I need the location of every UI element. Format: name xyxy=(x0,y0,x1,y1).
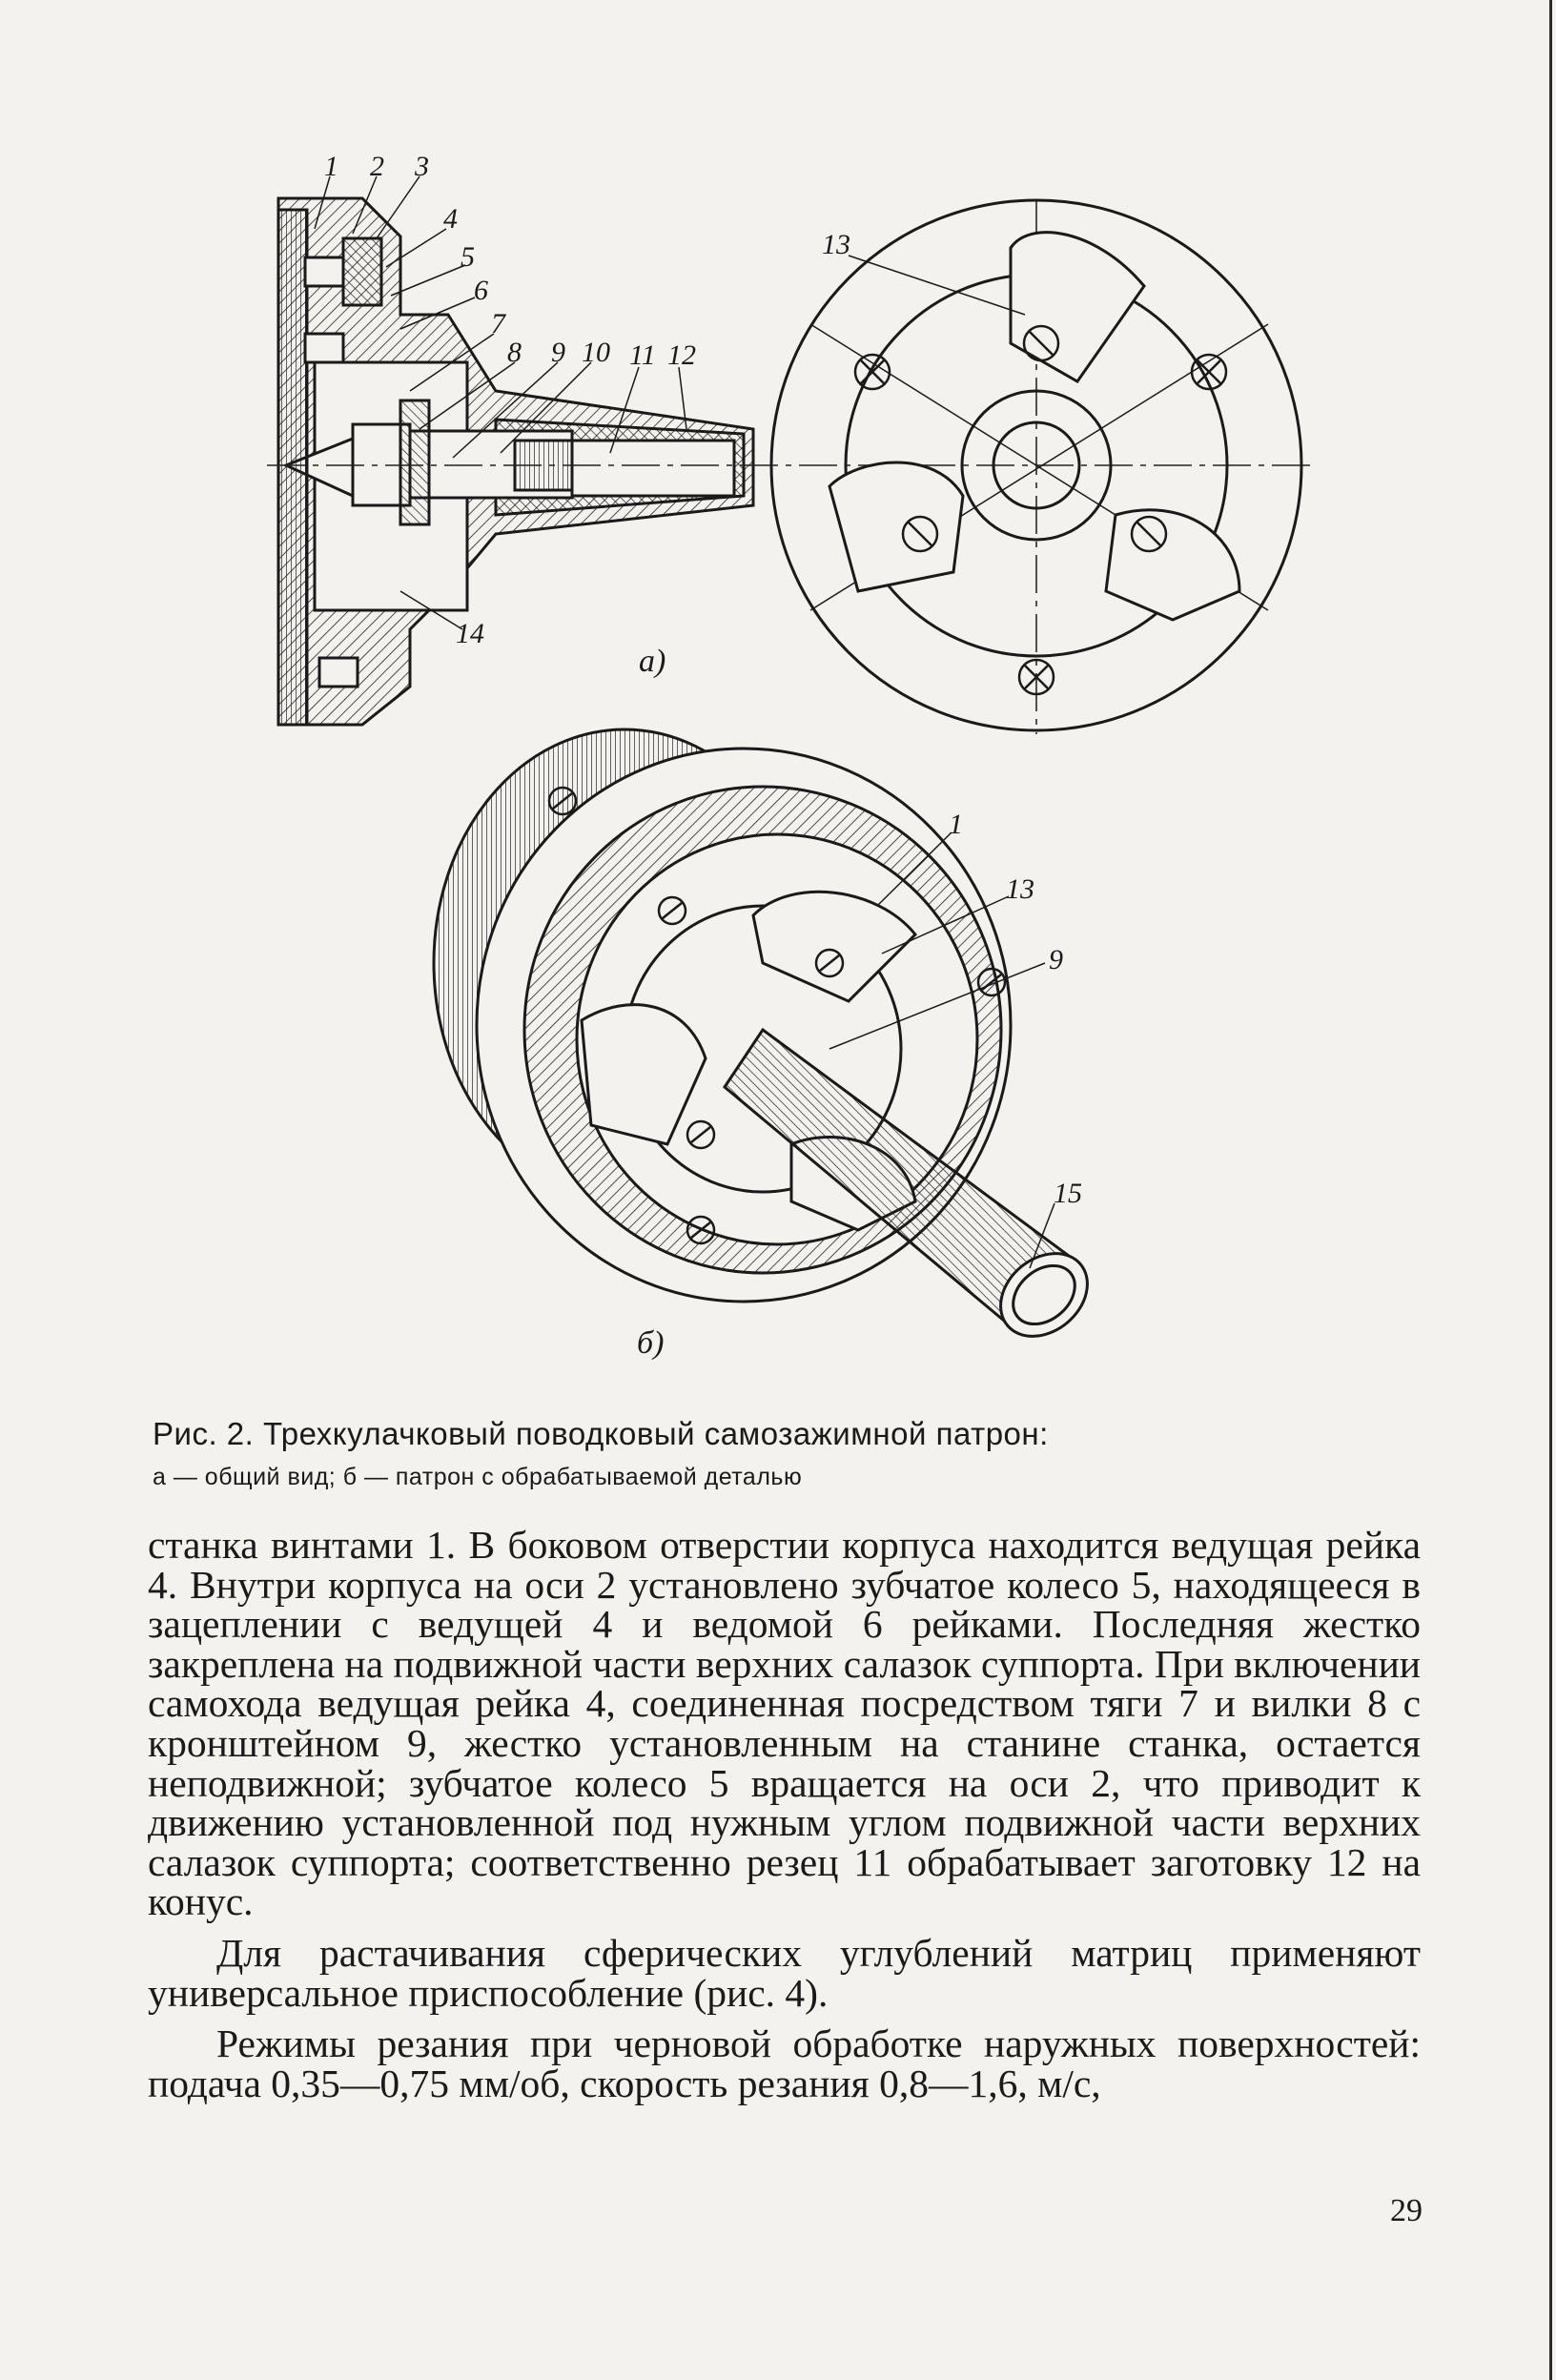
paragraph-1: станка винтами 1. В боковом отверстии ко… xyxy=(148,1523,1421,1924)
paragraph-3: Режимы резания при черновой обработке на… xyxy=(148,2021,1421,2105)
page-number: 29 xyxy=(1390,2193,1423,2228)
callout-14: 14 xyxy=(456,618,484,649)
callout-b-13: 13 xyxy=(1006,873,1034,905)
chuck-drawing xyxy=(267,175,1316,1338)
page-edge xyxy=(1549,0,1552,2380)
perspective-view xyxy=(432,728,1089,1338)
callout-2: 2 xyxy=(370,151,384,182)
body-text: станка винтами 1. В боковом отверстии ко… xyxy=(148,1523,1421,2105)
paragraph-2: Для растачивания сферических углублений … xyxy=(148,1930,1421,2015)
callout-5: 5 xyxy=(461,241,475,273)
callout-8: 8 xyxy=(507,337,522,368)
caption-subtitle: а — общий вид; б — патрон с обрабатываем… xyxy=(153,1464,803,1490)
figure: 1 2 3 4 5 6 7 8 9 10 11 12 13 14 1 13 9 … xyxy=(267,151,1316,1361)
callout-b-1: 1 xyxy=(949,809,963,840)
callout-6: 6 xyxy=(474,275,488,306)
callout-3: 3 xyxy=(415,151,429,182)
figure-caption: Рис. 2. Трехкулачковый поводковый самоза… xyxy=(153,1416,1430,1491)
callout-11: 11 xyxy=(629,339,656,371)
front-view xyxy=(769,198,1303,734)
callout-1: 1 xyxy=(324,151,338,182)
section-view xyxy=(276,196,755,727)
subfig-a-label: а) xyxy=(639,644,666,679)
callout-7: 7 xyxy=(491,308,505,339)
callout-10: 10 xyxy=(582,337,610,368)
callout-9: 9 xyxy=(551,337,565,368)
subfig-b-label: б) xyxy=(637,1325,665,1361)
callout-12: 12 xyxy=(667,339,696,371)
callout-b-15: 15 xyxy=(1054,1178,1082,1209)
caption-title: Рис. 2. Трехкулачковый поводковый самоза… xyxy=(153,1416,1049,1451)
callout-13: 13 xyxy=(822,229,850,260)
callout-b-9: 9 xyxy=(1049,944,1063,975)
callout-4: 4 xyxy=(443,203,458,235)
